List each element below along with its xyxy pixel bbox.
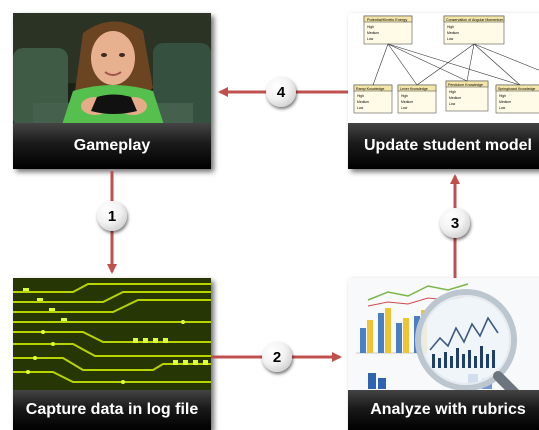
svg-text:Low: Low [367,37,374,41]
step-number-3: 3 [440,208,470,238]
svg-text:Low: Low [499,106,506,110]
svg-text:Low: Low [447,37,454,41]
model-node: Potential/Kinetic Energy High Medium Low [363,15,413,45]
node-title: Ramp Knowledge [356,87,384,91]
svg-text:High: High [357,94,364,98]
svg-text:High: High [449,90,456,94]
svg-text:Low: Low [449,102,456,106]
step-label-analyze-rubrics: Analyze with rubrics [348,390,539,430]
step-label-gameplay: Gameplay [13,123,211,169]
step-number-4: 4 [266,77,296,107]
step-label-capture-data: Capture data in log file [13,390,211,430]
step-label-update-student-model: Update student model [348,123,539,169]
svg-text:High: High [367,25,374,29]
svg-text:High: High [499,94,506,98]
svg-text:Medium: Medium [357,100,369,104]
model-node: Lever Knowledge High Medium Low [397,84,437,114]
svg-text:Medium: Medium [367,31,379,35]
model-node: Pendulum Knowledge High Medium Low [445,80,489,112]
model-node: Conservation of Angular Momentum High Me… [443,15,505,45]
svg-text:Low: Low [357,106,364,110]
svg-text:High: High [401,94,408,98]
node-title: Pendulum Knowledge [448,83,483,87]
gameplay-card: Gameplay [13,13,211,169]
capture-data-card: Capture data in log file [13,278,211,430]
magnifying-glass-icon [415,289,523,401]
model-node: Ramp Knowledge High Medium Low [353,84,393,114]
svg-text:High: High [447,25,454,29]
node-title: Potential/Kinetic Energy [367,18,407,22]
svg-text:Medium: Medium [447,31,459,35]
svg-text:Medium: Medium [449,96,461,100]
svg-text:Medium: Medium [401,100,413,104]
analyze-rubrics-card: Analyze with rubrics [348,278,539,430]
model-node: Springboard Knowledge High Medium Low [495,84,539,114]
node-title: Springboard Knowledge [498,87,535,91]
model-edges [372,43,539,86]
node-title: Conservation of Angular Momentum [446,18,503,22]
update-student-model-card: Potential/Kinetic Energy High Medium Low… [348,13,539,169]
step-number-1: 1 [97,201,127,231]
step-number-2: 2 [262,342,292,372]
svg-text:Low: Low [401,106,408,110]
node-title: Lever Knowledge [400,87,428,91]
svg-text:Medium: Medium [499,100,511,104]
